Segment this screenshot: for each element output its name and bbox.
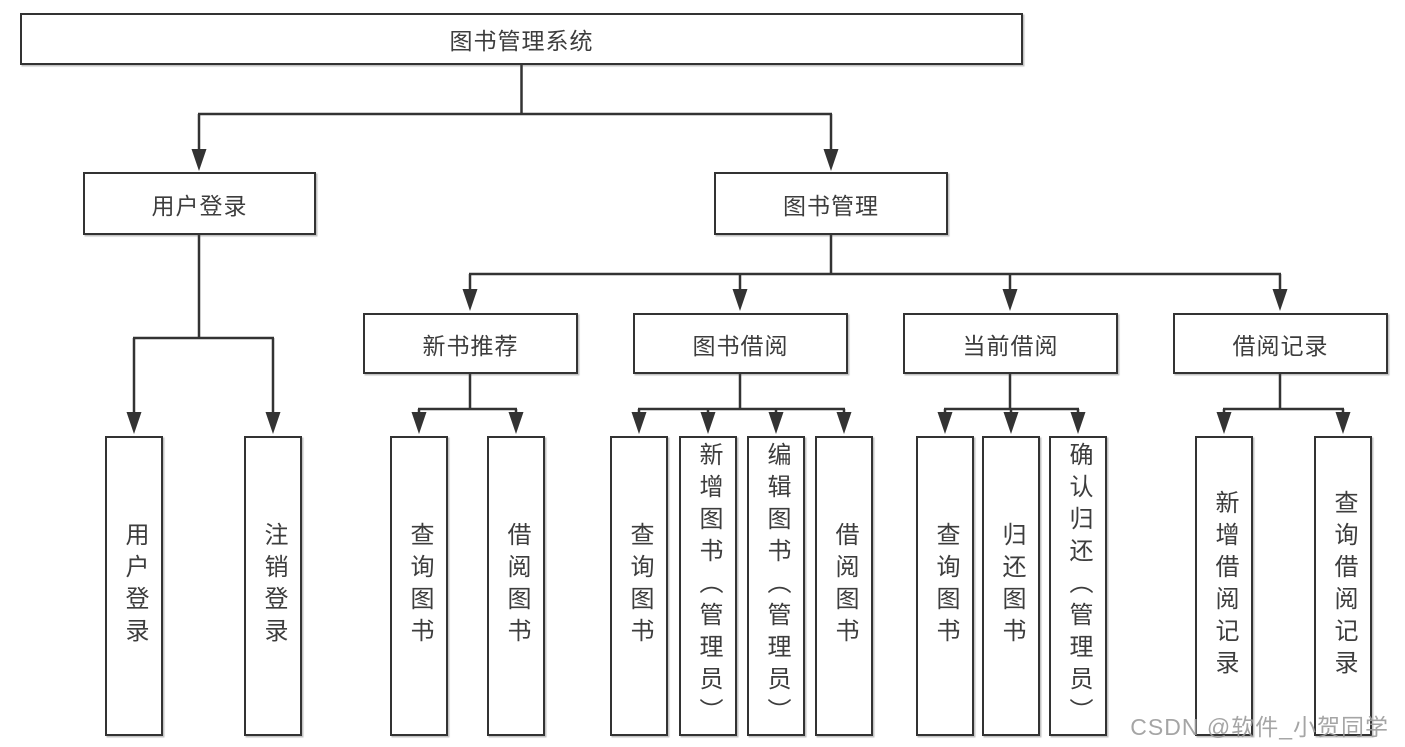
leaf-label: 新增借阅记录 [1211, 490, 1238, 682]
leaf-borrow-books: 借阅图书 [487, 436, 545, 736]
leaf-query-books: 查询图书 [390, 436, 448, 736]
node-borrowing-records: 借阅记录 [1173, 313, 1388, 374]
node-user-login: 用户登录 [83, 172, 316, 235]
node-library-system: 图书管理系统 [20, 13, 1023, 65]
leaf-edit-books-admin: 编辑图书（管理员） [747, 436, 805, 736]
leaf-user-login: 用户登录 [105, 436, 163, 736]
node-book-management: 图书管理 [714, 172, 948, 235]
node-label: 图书管理 [783, 192, 879, 219]
node-label: 图书借阅 [692, 332, 789, 359]
node-label: 用户登录 [151, 192, 248, 219]
leaf-label: 注销登录 [260, 522, 287, 650]
leaf-label: 查询图书 [932, 522, 959, 650]
node-label: 当前借阅 [962, 332, 1059, 359]
leaf-label: 用户登录 [121, 522, 148, 650]
leaf-label: 查询图书 [626, 522, 653, 650]
leaf-borrow-books-2: 借阅图书 [815, 436, 873, 736]
leaf-label: 借阅图书 [831, 522, 858, 650]
leaf-logout: 注销登录 [244, 436, 302, 736]
leaf-query-books-2: 查询图书 [610, 436, 668, 736]
node-label: 借阅记录 [1232, 332, 1329, 359]
leaf-confirm-return-admin: 确认归还（管理员） [1049, 436, 1107, 736]
node-book-borrowing: 图书借阅 [633, 313, 848, 374]
node-current-borrowing: 当前借阅 [903, 313, 1118, 374]
leaf-label: 确认归还（管理员） [1065, 442, 1092, 730]
leaf-label: 编辑图书（管理员） [763, 442, 790, 730]
csdn-watermark: CSDN @软件_小贺同学 [1130, 714, 1389, 740]
leaf-label: 查询借阅记录 [1330, 490, 1357, 682]
node-label: 新书推荐 [422, 332, 519, 359]
leaf-label: 借阅图书 [503, 522, 530, 650]
leaf-label: 新增图书（管理员） [695, 442, 722, 730]
leaf-add-books-admin: 新增图书（管理员） [679, 436, 737, 736]
node-label: 图书管理系统 [449, 28, 594, 54]
leaf-return-books: 归还图书 [982, 436, 1040, 736]
leaf-add-borrow-record: 新增借阅记录 [1195, 436, 1253, 736]
leaf-label: 查询图书 [406, 522, 433, 650]
leaf-query-borrow-record: 查询借阅记录 [1314, 436, 1372, 736]
leaf-query-books-3: 查询图书 [916, 436, 974, 736]
leaf-label: 归还图书 [998, 522, 1025, 650]
node-new-book-recommend: 新书推荐 [363, 313, 578, 374]
